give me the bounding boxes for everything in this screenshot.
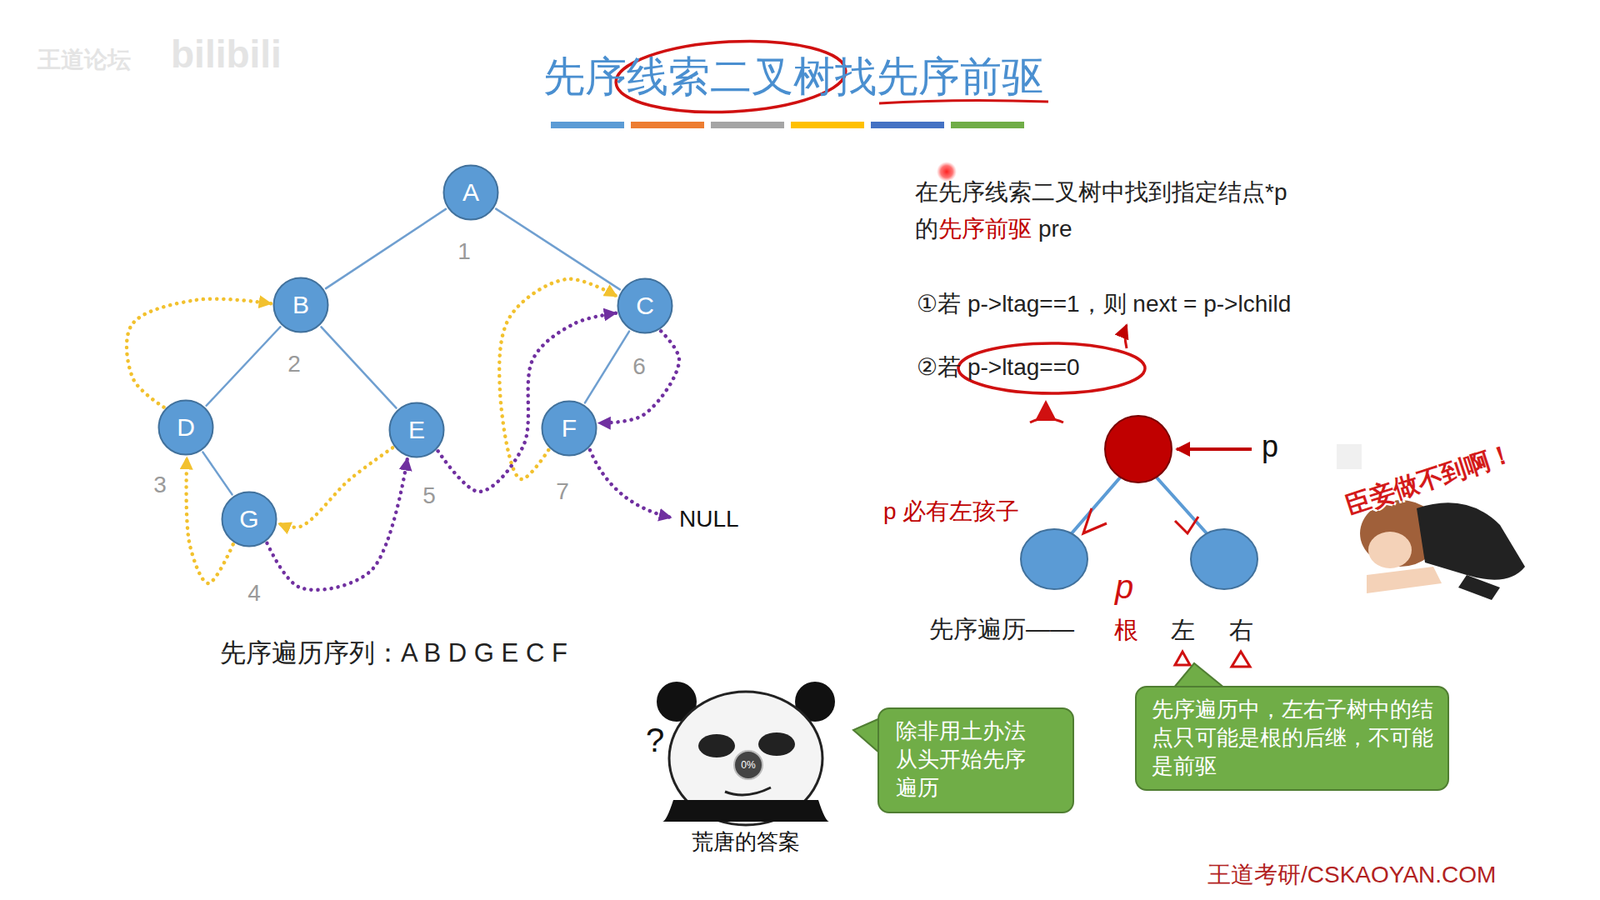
tree-node: G [220,490,278,548]
pointer-arrow [1176,447,1252,451]
hand-arrow [1083,508,1107,534]
thread-arrow [438,313,616,492]
tree-node: F [540,400,598,457]
rule-text: ②若 p->ltag==0 [916,353,1080,382]
child-node [1020,529,1088,590]
tree-line [1155,476,1207,534]
node-label: C [635,293,655,319]
child-node [1190,529,1258,590]
node-number: 4 [247,579,261,608]
order-left: 左 [1170,615,1195,645]
hand-mark [1231,651,1250,667]
node-label: D [176,415,195,440]
node-number: 5 [422,481,436,510]
progress-label: 0% [740,759,755,771]
thread-arrow [126,299,271,408]
tree-node: B [272,276,330,334]
order-root: 根 [1114,615,1139,645]
tree-edge [206,326,281,406]
node-label: A [462,180,480,205]
tree-line [1071,476,1121,534]
tree-node: C [616,277,674,335]
node-number: 7 [555,477,570,506]
node-number: 2 [287,350,301,379]
hand-arrow [1175,516,1199,534]
callout-pointer [1173,663,1225,689]
body-text: pre [1038,215,1072,244]
callout-pointer [853,718,880,754]
thread-arrow [598,330,680,423]
tree-edge [320,326,396,408]
body-text: 在先序线索二叉树中找到指定结点*p [915,178,1287,207]
tree-node: A [442,164,500,221]
hand-mark [1030,418,1064,423]
hand-mark [1175,651,1190,665]
node-circle [222,492,277,547]
watermark: bilibili [170,31,282,78]
node-number: 1 [457,237,471,266]
callout-text: 除非用土办法从头开始先序遍历 [895,717,1036,802]
tree-node: D [157,399,215,456]
null-thread [590,450,671,518]
node-label: F [561,415,577,441]
tree-edge [585,331,630,404]
tree-edge [202,452,232,495]
order-right: 右 [1229,615,1254,645]
sequence-text: 先序遍历序列：A B D G E C F [220,637,568,669]
callout-box: 先序遍历中，左右子树中的结点只可能是根的后继，不可能是前驱 [1135,685,1450,791]
tree-node: E [388,401,445,459]
tree-edge [495,209,620,290]
node-number: 3 [153,470,167,500]
thread-arrow [266,458,407,590]
node-circle [618,279,673,334]
body-text: 的 [915,215,939,244]
node-label: B [292,292,310,318]
node-circle [274,278,329,333]
emphasis-text: 先序前驱 [938,215,1032,244]
tree-edge [325,209,446,289]
pointer-label: p [1261,428,1279,465]
rule-text: ①若 p->ltag==1，则 next = p->lchild [916,290,1291,319]
node-label: E [408,417,425,443]
hand-underline [879,100,1049,104]
hand-arrow [1125,325,1127,349]
laser-dot [936,161,957,182]
color-bars [550,121,1025,129]
null-label: NULL [679,505,740,534]
question-mark: ? [645,720,665,760]
panda-meme [649,681,837,825]
slide-title: 先序线索二叉树找先序前驱 [543,51,1044,102]
node-circle [444,165,499,220]
node-circle [159,400,214,455]
note-text: p 必有左孩子 [883,497,1020,526]
node-label: G [239,506,259,532]
order-text: 先序遍历—— [929,615,1075,645]
meme-caption: 荒唐的答案 [691,829,800,855]
node-circle [390,403,445,458]
watermark: 王道论坛 [37,45,131,75]
callout-box: 除非用土办法从头开始先序遍历 [877,707,1075,814]
hand-label: p [1115,566,1134,607]
thread-arrow [499,279,617,480]
root-node [1105,415,1172,483]
thread-arrow [279,447,393,527]
callout-text: 先序遍历中，左右子树中的结点只可能是根的后继，不可能是前驱 [1151,695,1438,780]
node-number: 6 [632,352,646,381]
node-circle [542,401,597,456]
watermark: 王道考研/CSKAOYAN.COM [1207,860,1496,890]
